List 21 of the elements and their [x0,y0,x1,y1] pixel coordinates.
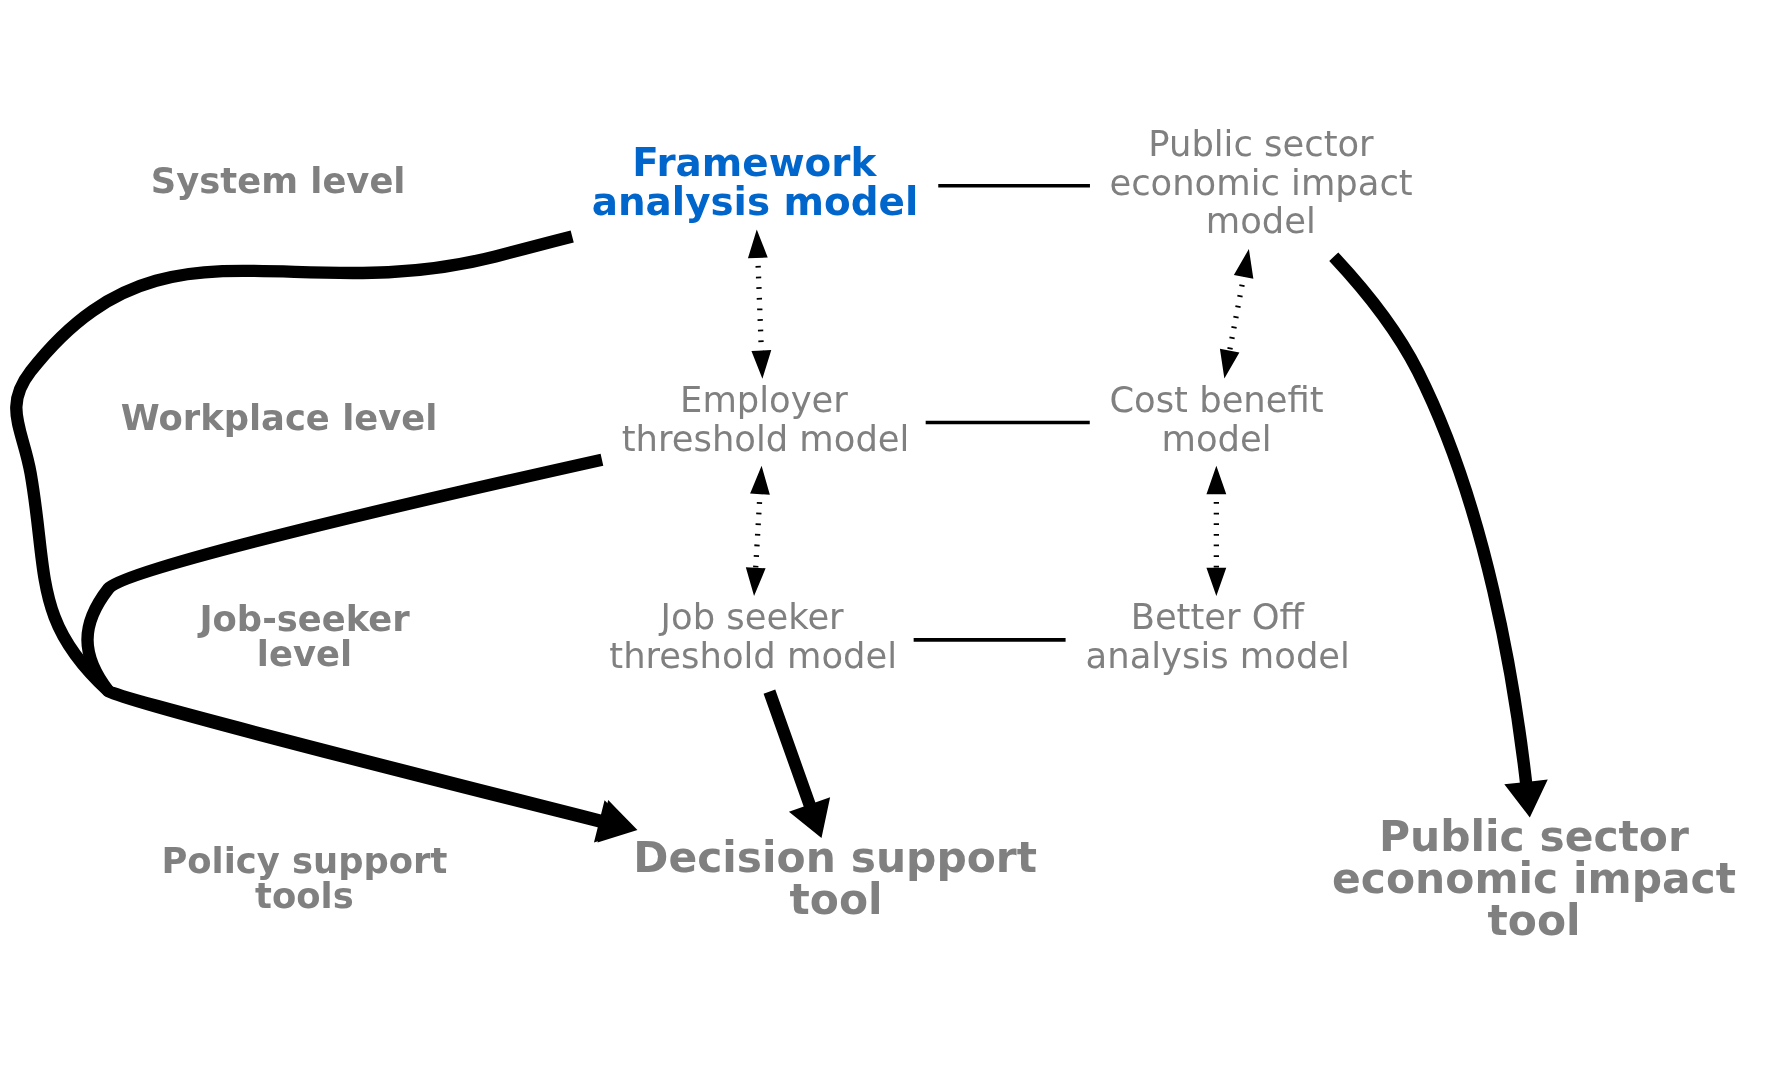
node-text: Public sector economic impact model [1109,122,1413,241]
label: Policy support tools [161,839,448,916]
node-text: Better Off analysis model [1085,595,1350,676]
connector [938,183,1090,187]
node-text: Employer threshold model [621,378,910,459]
node-text: Job seeker threshold model [609,595,898,676]
arrow [1206,465,1227,596]
label: Workplace level [120,396,438,438]
label: Job-seeker level [199,597,410,674]
arrow [747,229,772,379]
arrow [1219,248,1254,378]
arrow [763,689,831,838]
node-text: Cost benefit model [1109,378,1324,459]
node-text: Framework analysis model [591,139,919,224]
arrow [745,465,770,596]
connector [913,637,1066,642]
node-text: Public sector economic impact tool [1332,811,1737,945]
node-text: Decision support tool [633,832,1038,924]
label: System level [150,159,406,201]
connector [925,420,1090,424]
arrow [1329,251,1548,817]
